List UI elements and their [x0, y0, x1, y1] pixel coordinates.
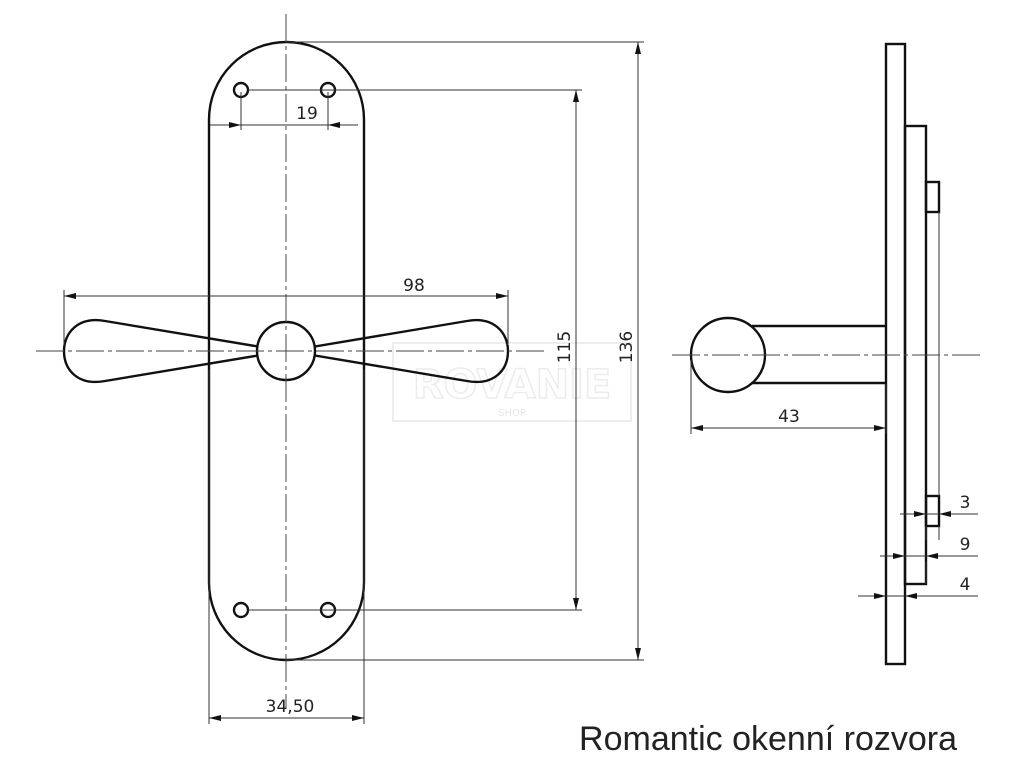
front-dimensions: 19 98 115 136	[63, 41, 644, 724]
dim-hole-spacing-label: 19	[296, 104, 318, 124]
dim-screw-distance: 115	[248, 89, 582, 611]
dim-plate-height: 136	[286, 41, 644, 661]
dim-lever-length: 98	[63, 276, 509, 345]
dim-pin-width: 3	[900, 493, 978, 540]
watermark: ROVANIE SHOP	[392, 342, 632, 422]
side-plate	[884, 42, 907, 666]
dim-screw-distance-label: 115	[555, 331, 575, 363]
dim-plate-height-label: 136	[617, 331, 637, 363]
dim-base-thickness: 9	[880, 535, 978, 584]
dim-projection-label: 43	[778, 407, 800, 427]
dim-base-thickness-label: 9	[960, 535, 971, 555]
drawing-title: Romantic okenní rozvora	[579, 720, 957, 758]
side-pin-bottom	[924, 494, 941, 528]
watermark-sub: SHOP	[498, 408, 526, 419]
dim-hole-spacing: 19	[210, 92, 358, 130]
dim-plate-thickness: 4	[858, 575, 978, 599]
dim-projection: 43	[690, 360, 887, 434]
dim-plate-width-label: 34,50	[266, 697, 315, 717]
front-view	[36, 14, 548, 708]
dim-plate-width: 34,50	[208, 370, 365, 724]
screw-hole-bottom-left	[232, 601, 250, 619]
dim-plate-thickness-label: 4	[960, 575, 971, 595]
side-dimensions: 43 3 9 4	[690, 360, 978, 599]
watermark-brand: ROVANIE	[413, 362, 612, 408]
dim-lever-length-label: 98	[403, 276, 425, 296]
side-view	[672, 42, 984, 666]
side-pin-top	[924, 180, 941, 214]
dim-pin-width-label: 3	[960, 493, 971, 513]
